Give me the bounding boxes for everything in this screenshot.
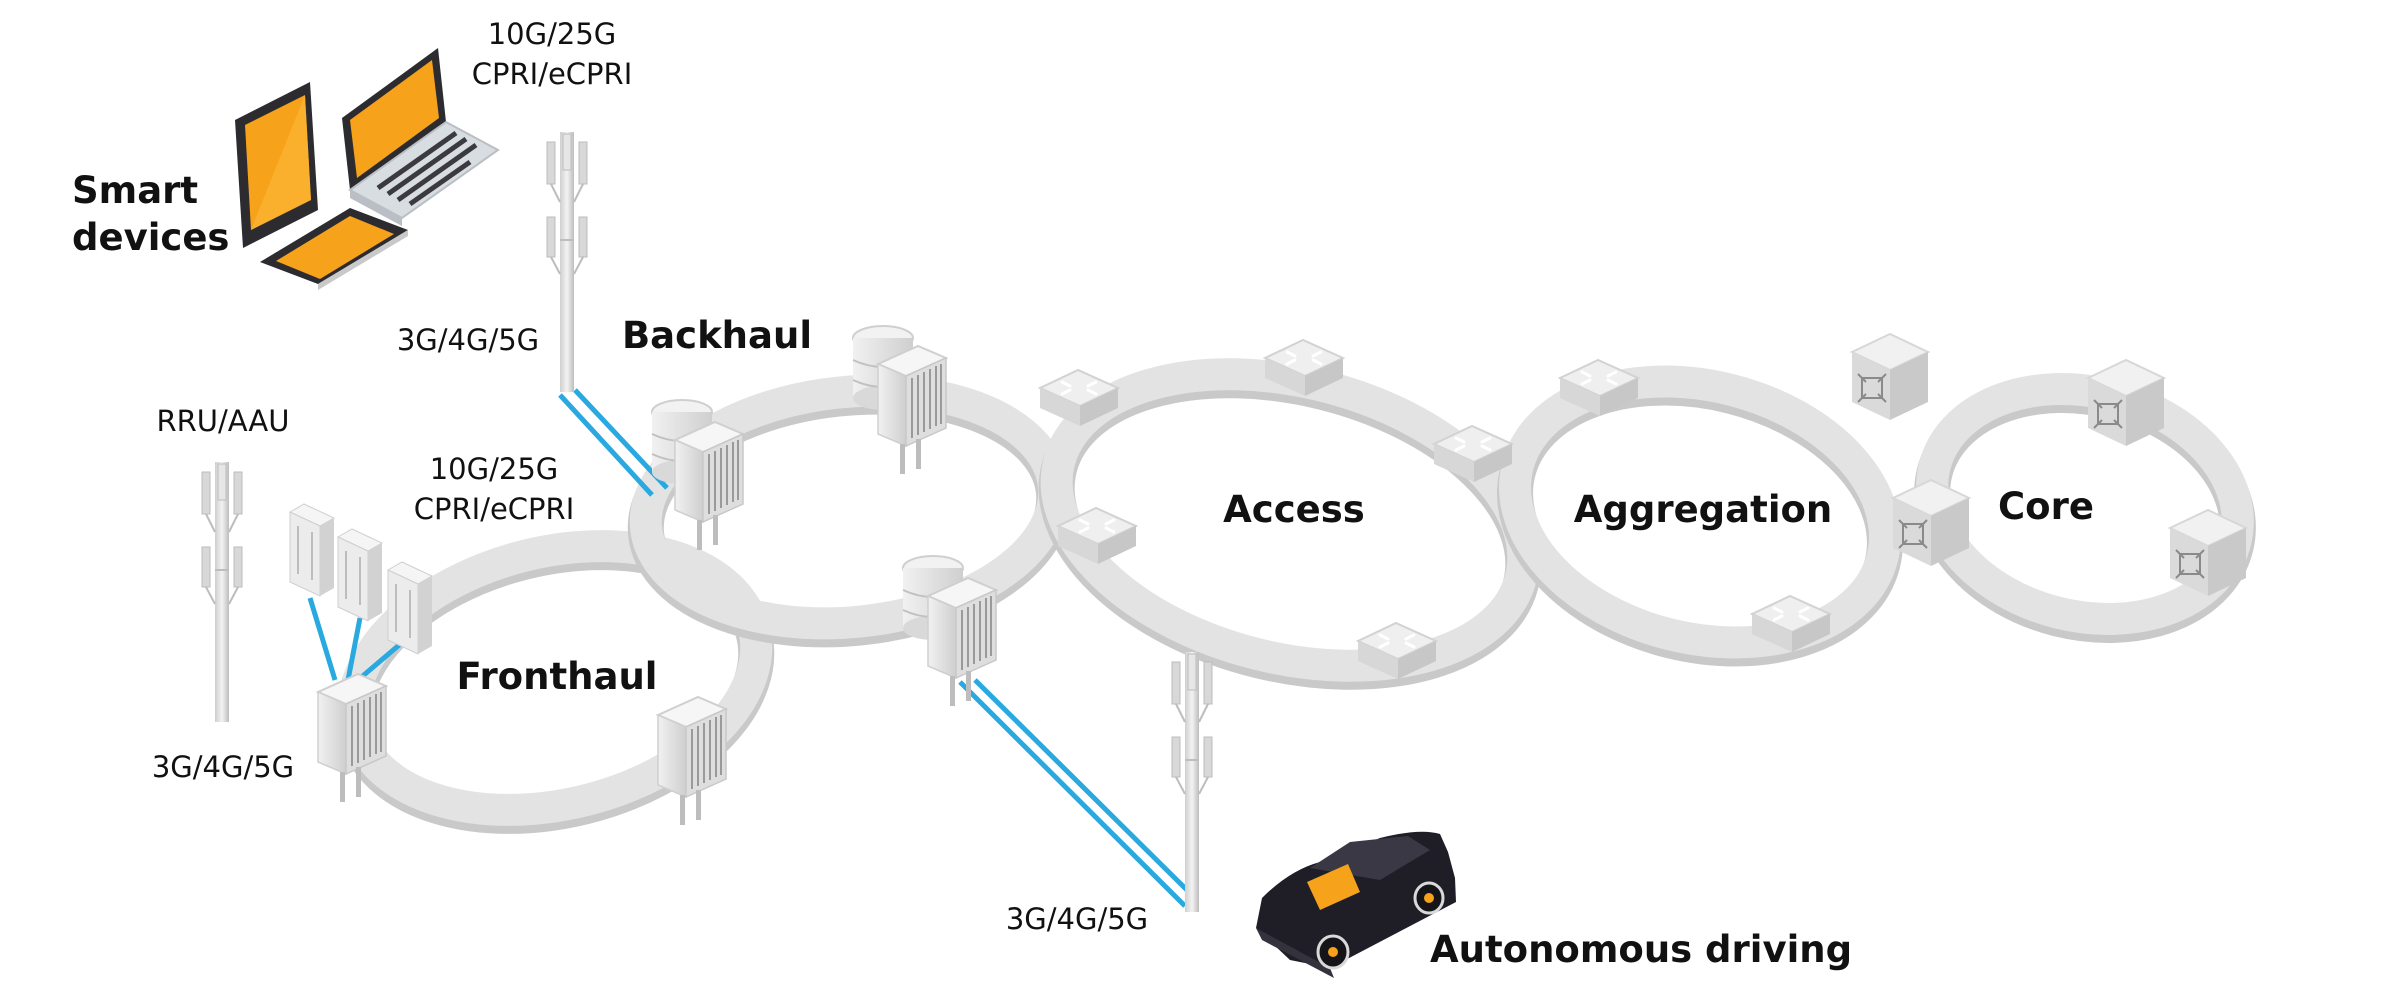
- left-tower-tech-label: 3G/4G/5G: [152, 750, 294, 784]
- mid-rate-label-line1: 10G/25G: [430, 452, 559, 486]
- ring-label-backhaul: Backhaul: [622, 314, 812, 357]
- core-router-1: [1851, 333, 1929, 421]
- bottom-tower-tech-label: 3G/4G/5G: [1006, 902, 1148, 936]
- core-router-3: [1892, 479, 1970, 567]
- cell-tower-bottom: [1171, 651, 1213, 913]
- fiber-link-rru-1: [307, 597, 338, 681]
- ring-label-aggregation: Aggregation: [1574, 488, 1833, 531]
- ring-label-core: Core: [1998, 485, 2094, 528]
- backhaul-node-top: [852, 325, 947, 475]
- fiber-link-rru-3: [356, 638, 407, 682]
- smart-devices-icon: [235, 48, 500, 290]
- fiber-link-bottom-1: [958, 680, 1187, 908]
- fiber-link-bottom-2: [973, 678, 1197, 900]
- rru-cabinets: [288, 503, 434, 655]
- mid-rate-label-line2: CPRI/eCPRI: [414, 492, 575, 526]
- top-rate-label-line2: CPRI/eCPRI: [472, 57, 633, 91]
- ring-label-fronthaul: Fronthaul: [457, 655, 658, 698]
- fiber-link-top-tower-2: [573, 388, 669, 490]
- smart-devices-label-line2: devices: [72, 216, 229, 259]
- autonomous-car-icon: [1256, 831, 1456, 978]
- core-router-4: [2169, 509, 2247, 597]
- rru-aau-label: RRU/AAU: [156, 404, 289, 438]
- fiber-link-rru-2: [345, 617, 363, 681]
- autonomous-driving-label: Autonomous driving: [1430, 928, 1852, 971]
- cell-tower-left: [201, 461, 243, 723]
- top-tower-tech-label: 3G/4G/5G: [397, 323, 539, 357]
- fiber-link-top-tower: [558, 393, 654, 497]
- fiber-links: [307, 388, 1197, 908]
- fronthaul-node-right: [657, 696, 727, 826]
- ring-aggregation: [1497, 365, 1903, 667]
- smart-devices-label-line1: Smart: [72, 169, 198, 212]
- ring-label-access: Access: [1223, 488, 1365, 531]
- core-router-2: [2087, 359, 2165, 447]
- top-rate-label-line1: 10G/25G: [488, 17, 617, 51]
- cell-tower-top: [546, 131, 588, 393]
